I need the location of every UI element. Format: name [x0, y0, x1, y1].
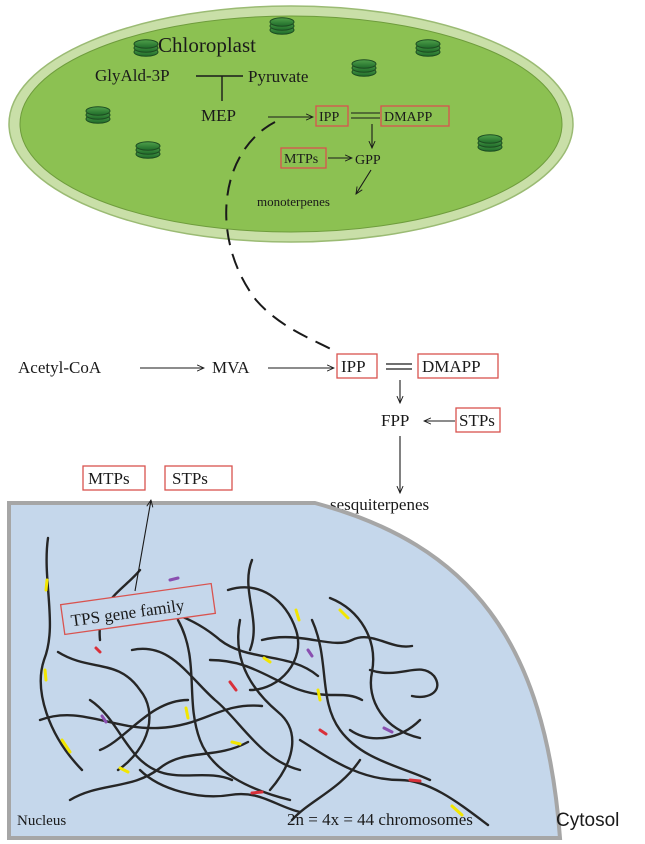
pyruvate-label: Pyruvate [248, 67, 308, 86]
thylakoid-stack-icon [415, 39, 441, 57]
stps-box-cytosol [455, 407, 501, 433]
tps-gene-marker [118, 766, 130, 774]
thylakoid-stack-icon [351, 59, 377, 77]
mtps-box-chloroplast [280, 147, 327, 169]
nucleus: TPS gene family Nucleus 2n = 4x = 44 chr… [7, 500, 563, 840]
chloroplast-title: Chloroplast [158, 33, 256, 57]
tps-gene-marker [338, 608, 350, 620]
nucleus-membrane [7, 501, 563, 840]
stps-box-product [164, 465, 233, 491]
ipp-label-cytosol: IPP [341, 357, 366, 376]
tps-to-enzymes-arrow [134, 500, 151, 592]
ipp-box-chloroplast [315, 105, 349, 127]
thylakoid-stack-icon [135, 141, 161, 159]
chromosome-count-label: 2n = 4x = 44 chromosomes [287, 810, 473, 829]
stps-label-product: STPs [172, 469, 208, 488]
tps-gene-marker [168, 576, 180, 582]
ipp-box-cytosol [336, 353, 378, 379]
nucleus-label: Nucleus [17, 813, 66, 829]
dmapp-box-cytosol [417, 353, 499, 379]
tps-gene-marker [230, 740, 242, 746]
tps-gene-marker [44, 578, 49, 592]
tps-gene-marker [184, 706, 190, 720]
chloroplast-stroma [19, 15, 563, 233]
tps-gene-marker [43, 668, 48, 682]
gpp-to-monoterpenes-arrow [356, 169, 372, 194]
chloroplast: Chloroplast GlyAld-3P Pyruvate MEP IPP D… [8, 5, 574, 243]
cytosol-label: Cytosol [556, 810, 619, 831]
cytosolic-mva-pathway: Acetyl-CoA MVA IPP DMAPP FPP STPs sesqui… [18, 353, 501, 514]
ipp-label-chloroplast: IPP [319, 110, 339, 125]
fpp-label: FPP [381, 411, 409, 430]
mep-label: MEP [201, 106, 236, 125]
tps-gene-marker [306, 648, 314, 658]
mtps-box-product [82, 465, 146, 491]
tps-gene-marker [60, 738, 72, 754]
tps-gene-family-box [59, 582, 217, 636]
tps-gene-marker [408, 778, 422, 783]
stps-label-cytosol: STPs [459, 411, 495, 430]
dmapp-label-chloroplast: DMAPP [384, 110, 432, 125]
mva-label: MVA [212, 358, 250, 377]
gene-markers [43, 576, 464, 817]
tps-gene-marker [100, 714, 108, 724]
mtps-label-chloroplast: MTPs [284, 152, 318, 167]
thylakoid-stack-icon [85, 106, 111, 124]
tps-gene-marker [94, 646, 102, 654]
mtps-label-product: MTPs [88, 469, 130, 488]
acetyl-coa-label: Acetyl-CoA [18, 358, 102, 377]
tps-gene-marker [316, 688, 322, 702]
gpp-label: GPP [355, 153, 381, 168]
glyald3p-label: GlyAld-3P [95, 66, 170, 85]
thylakoid-stack-icon [477, 134, 503, 152]
tps-gene-marker [262, 656, 272, 664]
sesquiterpenes-label: sesquiterpenes [330, 495, 429, 514]
thylakoid-stack-icon [269, 17, 295, 35]
tps-gene-marker [294, 608, 301, 622]
monoterpenes-label: monoterpenes [257, 194, 330, 209]
thylakoid-stack-icon [133, 39, 159, 57]
tps-gene-marker [450, 804, 464, 817]
tps-gene-marker [318, 728, 328, 736]
tps-gene-marker [228, 680, 238, 692]
tps-gene-marker [250, 790, 264, 795]
dmapp-label-cytosol: DMAPP [422, 357, 481, 376]
tps-gene-marker [382, 726, 394, 734]
dmapp-box-chloroplast [380, 105, 450, 127]
